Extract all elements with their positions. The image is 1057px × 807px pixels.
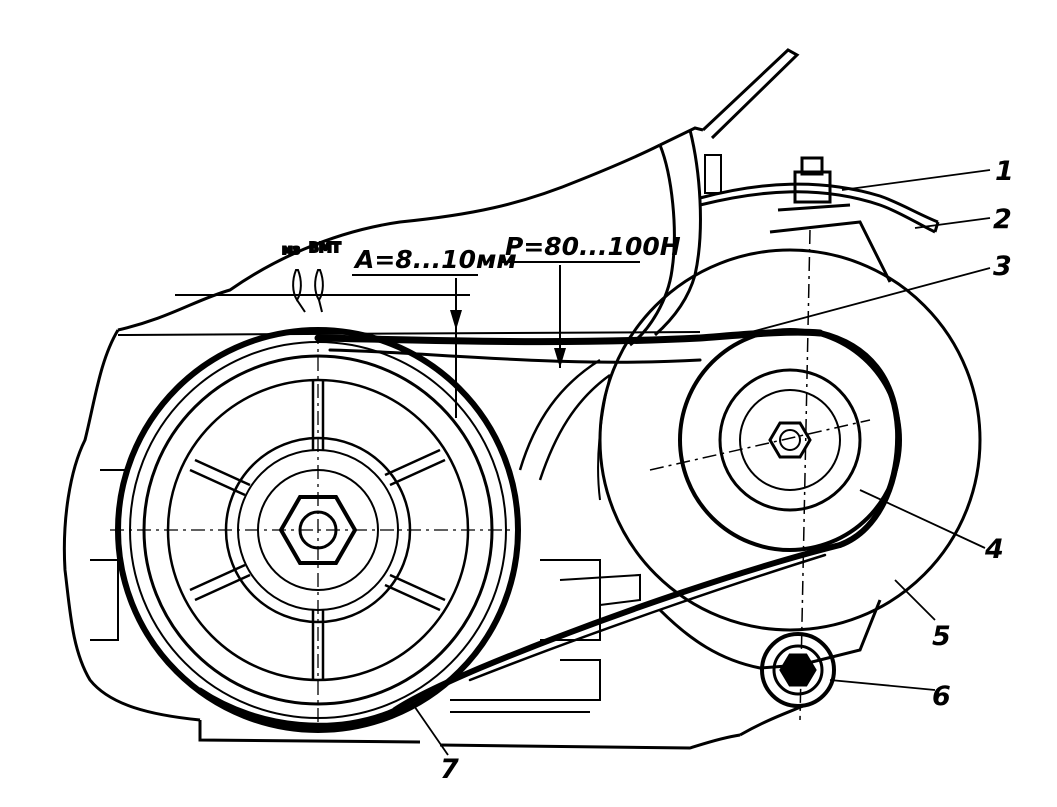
belt-deflection-annotation: A=8...10мм: [352, 245, 517, 418]
label-part-6: 6: [932, 681, 951, 712]
engine-housing: [62, 48, 940, 750]
belt-deflection-text: A=8...10мм: [353, 245, 517, 274]
force-annotation: P=80...100Н: [502, 232, 681, 368]
force-text: P=80...100Н: [505, 232, 681, 261]
generator-nut: [768, 421, 812, 459]
bracket-bolt: [777, 156, 851, 212]
mark-mz-label: мз: [282, 243, 300, 258]
pivot-bolt: [760, 632, 836, 708]
label-part-2: 2: [993, 204, 1012, 235]
crankshaft-pulley: [110, 327, 521, 733]
label-part-7: 7: [440, 754, 459, 785]
generator-pulley-inner: [718, 368, 862, 512]
label-part-4: 4: [984, 534, 1004, 565]
mark-vmt-label: ВМТ: [309, 241, 341, 256]
label-part-5: 5: [932, 621, 951, 652]
part-callouts: [409, 169, 991, 756]
timing-marks: мз ВМТ: [281, 240, 342, 313]
v-belt: [197, 328, 902, 728]
label-part-3: 3: [993, 251, 1012, 282]
generator-pulley-outer: [678, 328, 902, 552]
label-part-1: 1: [995, 156, 1014, 187]
generator-body: [598, 248, 982, 632]
